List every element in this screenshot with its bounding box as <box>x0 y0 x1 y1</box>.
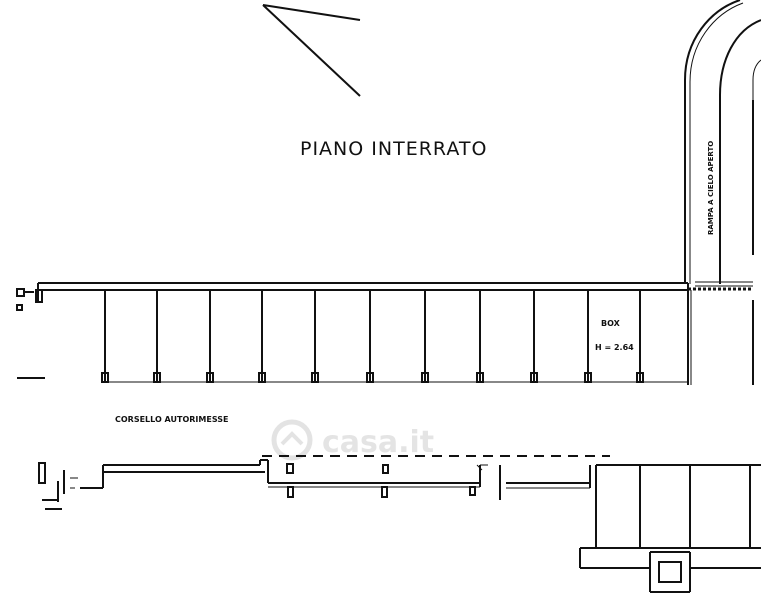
box-label: BOX <box>601 319 621 328</box>
pillar <box>584 372 592 383</box>
pillar <box>311 372 319 383</box>
box-partitions <box>101 290 644 383</box>
pillar <box>366 372 374 383</box>
pillar <box>153 372 161 383</box>
north-arrow-icon <box>262 4 361 97</box>
ramp-label: RAMPA A CIELO APERTO <box>707 141 715 235</box>
pillar <box>530 372 538 383</box>
ramp <box>684 0 761 385</box>
pillar <box>421 372 429 383</box>
pillar <box>476 372 484 383</box>
lower-structure <box>38 459 761 593</box>
plan-title: PIANO INTERRATO <box>300 138 487 160</box>
pillar <box>206 372 214 383</box>
aisle-label: CORSELLO AUTORIMESSE <box>115 415 228 424</box>
garage-row <box>16 282 692 385</box>
pillar <box>636 372 644 383</box>
pillar <box>258 372 266 383</box>
watermark: casa.it <box>322 425 434 460</box>
box-height: H = 2.64 <box>595 343 634 352</box>
watermark-logo-icon <box>271 419 313 461</box>
pillar <box>101 372 109 383</box>
